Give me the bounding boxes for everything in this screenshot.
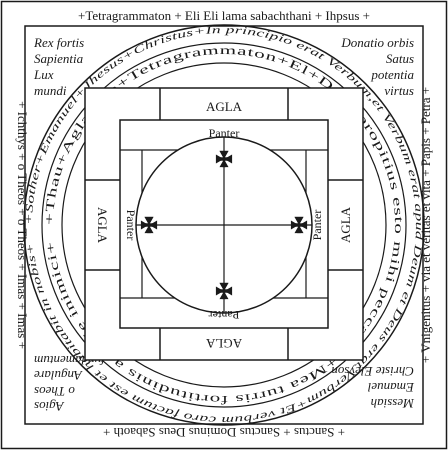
border-right-text: + Vnigenitus + via et veritas et vita + … — [418, 87, 433, 363]
panter-left: Panter — [124, 210, 138, 241]
corner-br-line-3: Christe Eleyson — [331, 364, 414, 379]
ring-outer-circle — [23, 24, 425, 426]
ring-inner-circle — [61, 62, 387, 388]
agla-bottom: AGLA — [205, 336, 242, 351]
square-inner — [119, 119, 329, 329]
panter-top: Panter — [209, 126, 240, 140]
corner-tr-line-2: Satus — [386, 51, 414, 66]
corner-bl-line-2: o Theos — [34, 384, 75, 399]
corner-br-line-1: Messiah — [371, 396, 415, 411]
corner-top-left: Rex fortis Sapientia Lux mundi — [33, 35, 84, 98]
corner-bottom-right: Messiah Emanuel Christe Eleyson — [331, 364, 415, 411]
panter-bottom: Panter — [209, 308, 240, 322]
border-left-text: + Ichthys + o Theos + o Theos + Imas + I… — [15, 101, 30, 349]
corner-top-right: Donatio orbis Satus potentia virtus — [340, 35, 414, 98]
agla-left: AGLA — [95, 207, 110, 244]
corner-tl-line-2: Sapientia — [34, 51, 84, 66]
border-bottom-text: + Sanctus + Sanctus Dominus Deus Sabaoth… — [103, 425, 345, 440]
ring-middle-circle — [41, 42, 407, 408]
agla-top: AGLA — [206, 99, 243, 114]
corner-tl-line-4: mundi — [34, 83, 67, 98]
corner-bl-line-1: Agios — [34, 399, 65, 414]
corner-tl-line-3: Lux — [33, 67, 54, 82]
inner-frame — [24, 25, 424, 425]
panter-right: Panter — [310, 210, 324, 241]
corner-tr-line-3: potentia — [370, 67, 414, 82]
corner-tr-line-1: Donatio orbis — [340, 35, 414, 50]
agla-right: AGLA — [338, 206, 353, 243]
border-top-text: +Tetragrammaton + Eli Eli lama sabachtha… — [78, 8, 370, 23]
corner-tr-line-4: virtus — [384, 83, 414, 98]
corner-br-line-2: Emanuel — [367, 380, 415, 395]
corner-tl-line-1: Rex fortis — [33, 35, 84, 50]
corner-bl-line-3: Angulare — [34, 368, 83, 383]
